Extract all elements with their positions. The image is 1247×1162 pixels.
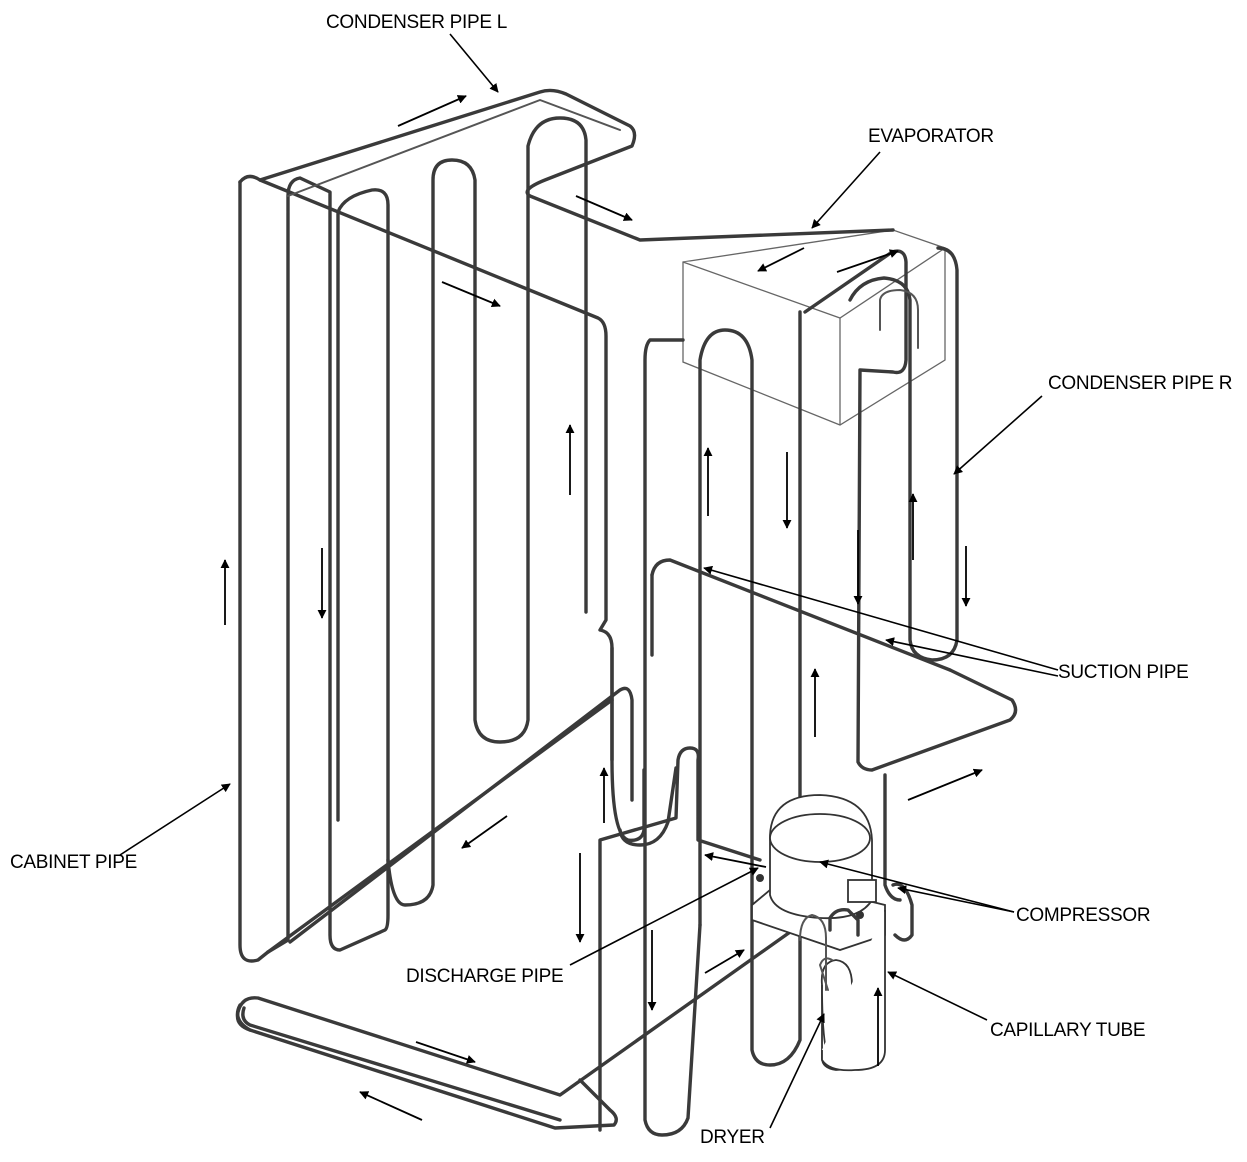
label-suction-pipe: SUCTION PIPE bbox=[1058, 662, 1188, 683]
flow-arrows bbox=[220, 95, 983, 1121]
labels: CONDENSER PIPE L EVAPORATOR CONDENSER PI… bbox=[10, 12, 1232, 1148]
label-capillary-tube: CAPILLARY TUBE bbox=[990, 1020, 1145, 1041]
label-discharge-pipe: DISCHARGE PIPE bbox=[406, 966, 563, 987]
cabinet-pipe bbox=[238, 116, 646, 963]
leader-lines bbox=[119, 33, 1059, 1129]
condenser-pipe-r bbox=[643, 246, 1018, 1137]
center-column-pipes bbox=[235, 646, 902, 1132]
label-evaporator: EVAPORATOR bbox=[868, 126, 994, 147]
label-dryer: DRYER bbox=[700, 1127, 765, 1148]
compressor-unit bbox=[751, 794, 886, 951]
label-compressor: COMPRESSOR bbox=[1016, 905, 1150, 926]
condenser-pipe-l bbox=[258, 88, 895, 242]
label-condenser-pipe-l: CONDENSER PIPE L bbox=[326, 12, 507, 33]
label-condenser-pipe-r: CONDENSER PIPE R bbox=[1048, 373, 1232, 394]
dryer-capillary bbox=[799, 882, 914, 1072]
label-cabinet-pipe: CABINET PIPE bbox=[10, 852, 137, 873]
